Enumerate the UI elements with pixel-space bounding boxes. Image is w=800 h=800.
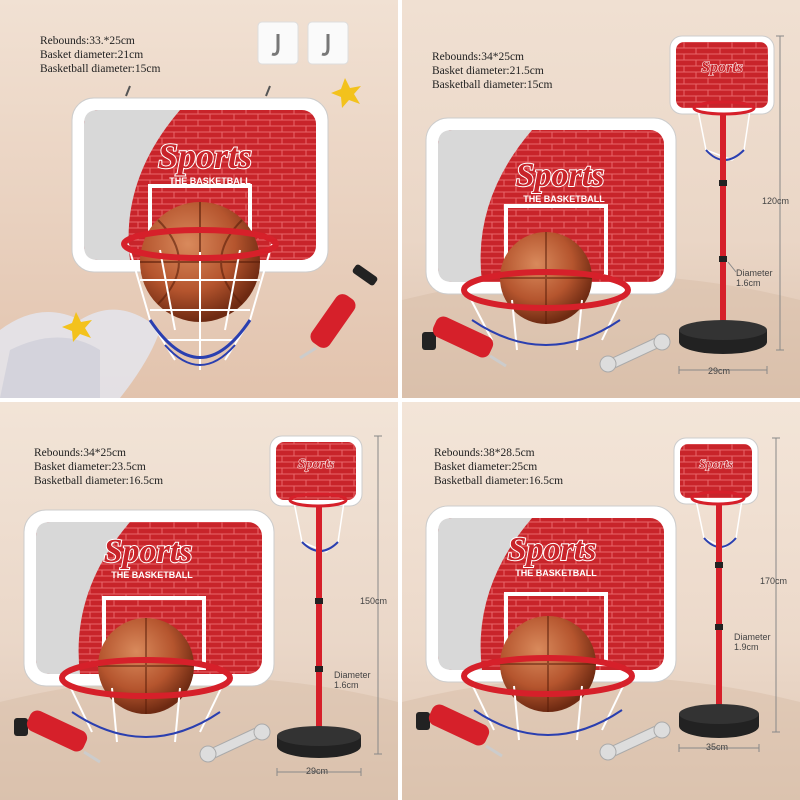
brand-logo-small: Sports	[699, 456, 733, 471]
brand-tagline: THE BASKETBALL	[523, 194, 605, 204]
specs-block: Rebounds:34*25cm Basket diameter:21.5cm …	[432, 50, 552, 92]
hook-icon	[307, 21, 349, 65]
panel-stand-120: Sports THE BASKETBALL Sport	[402, 0, 800, 398]
pole-diameter-caption: Diameter	[734, 632, 771, 642]
height-label: 120cm	[762, 196, 790, 206]
spec-rebounds: Rebounds:33.*25cm	[40, 35, 135, 47]
specs-block: Rebounds:34*25cm Basket diameter:23.5cm …	[34, 446, 163, 488]
pole-diameter-value: 1.6cm	[736, 278, 761, 288]
spec-basket-diameter: Basket diameter:21.5cm	[432, 65, 544, 77]
brand-logo: Sports	[158, 136, 252, 176]
specs-block: Rebounds:33.*25cm Basket diameter:21cm B…	[40, 34, 160, 76]
stand-hoop-illustration: Sports THE BASKETBALL Sports	[0, 435, 398, 800]
star-icon	[62, 312, 92, 342]
spec-rebounds: Rebounds:34*25cm	[432, 51, 524, 63]
brand-tagline: THE BASKETBALL	[111, 570, 193, 580]
spec-basket-diameter: Basket diameter:21cm	[40, 49, 144, 61]
spec-basket-diameter: Basket diameter:23.5cm	[34, 461, 146, 473]
spec-rebounds: Rebounds:38*28.5cm	[434, 447, 535, 459]
stand-hoop-illustration: Sports THE BASKETBALL Sport	[402, 35, 800, 398]
pole-diameter-caption: Diameter	[736, 268, 773, 278]
base-width-label: 35cm	[706, 742, 729, 752]
pole-diameter-label: Diameter 1.6cm	[736, 268, 773, 288]
spec-ball-diameter: Basketball diameter:16.5cm	[434, 475, 564, 487]
spec-ball-diameter: Basketball diameter:15cm	[40, 63, 161, 75]
brand-logo: Sports	[104, 533, 193, 570]
pole-diameter-value: 1.9cm	[734, 642, 759, 652]
pole-diameter-label: Diameter 1.9cm	[734, 632, 771, 652]
hook-icon	[257, 21, 299, 65]
panel-stand-170: Sports THE BASKETBALL Sports	[402, 402, 800, 800]
spec-ball-diameter: Basketball diameter:16.5cm	[34, 475, 164, 487]
base-width-label: 29cm	[708, 366, 731, 376]
specs-block: Rebounds:38*28.5cm Basket diameter:25cm …	[434, 446, 563, 488]
star-icon	[331, 78, 361, 108]
spec-rebounds: Rebounds:34*25cm	[34, 447, 126, 459]
pole-diameter-value: 1.6cm	[334, 680, 359, 690]
spec-ball-diameter: Basketball diameter:15cm	[432, 79, 553, 91]
brand-logo: Sports	[516, 157, 605, 194]
pump-icon	[299, 264, 378, 360]
stand-hoop-illustration: Sports THE BASKETBALL Sports	[402, 437, 800, 800]
pole-diameter-caption: Diameter	[334, 670, 371, 680]
pump-icon	[422, 316, 507, 368]
panel-wall-mounted: Sports THE BASKETBALL Rebounds:33.*25cm …	[0, 0, 398, 398]
brand-logo: Sports	[508, 531, 597, 568]
brand-tagline: THE BASKETBALL	[169, 176, 251, 186]
spec-basket-diameter: Basket diameter:25cm	[434, 461, 538, 473]
wrench-icon	[599, 721, 671, 761]
height-label: 170cm	[760, 576, 788, 586]
panel-stand-150: Sports THE BASKETBALL Sports	[0, 402, 398, 800]
brand-logo-small: Sports	[701, 59, 743, 76]
height-label: 150cm	[360, 596, 388, 606]
pole-diameter-label: Diameter 1.6cm	[334, 670, 371, 690]
brand-logo-small: Sports	[298, 457, 335, 472]
wall-hoop-illustration: Sports THE BASKETBALL	[0, 21, 378, 398]
brand-tagline: THE BASKETBALL	[515, 568, 597, 578]
pump-icon	[416, 704, 503, 758]
wrench-icon	[199, 723, 271, 763]
wrench-icon	[599, 333, 671, 373]
pump-icon	[14, 710, 101, 764]
base-width-label: 29cm	[306, 766, 329, 776]
